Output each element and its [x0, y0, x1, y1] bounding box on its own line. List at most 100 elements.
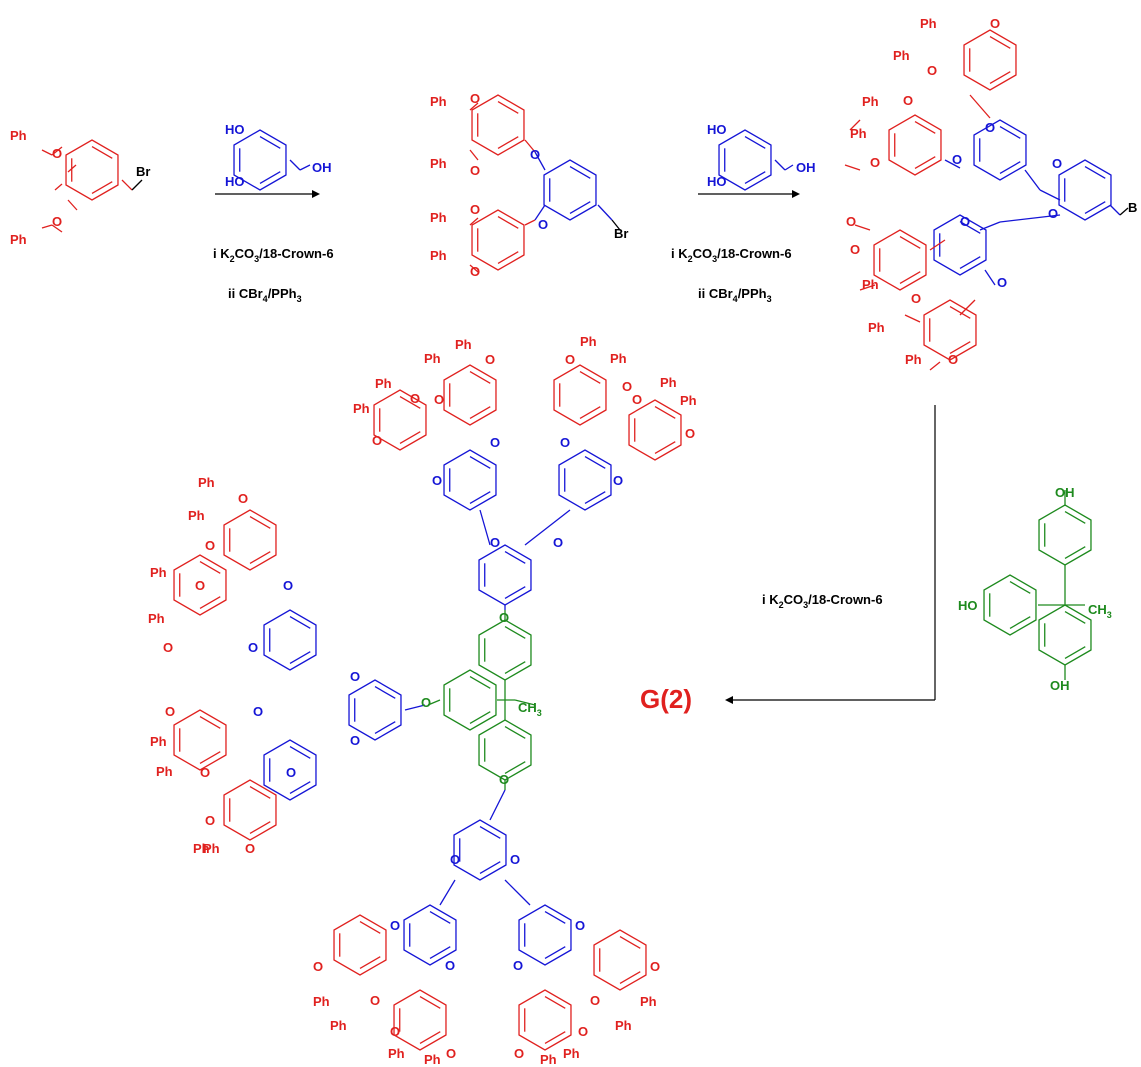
step2-reagent-ho-bottom: HO [707, 174, 727, 189]
d-o-u10: O [685, 426, 695, 441]
ring-double-bond [429, 911, 451, 924]
bond [514, 699, 536, 706]
core-trisphenol [983, 490, 1092, 680]
ring-double-bond [1084, 201, 1106, 214]
ring-double-bond [1084, 166, 1106, 179]
d-o-u6: O [432, 473, 442, 488]
bond [289, 159, 301, 171]
d-o-b14: O [514, 1046, 524, 1061]
g2br-br: Br [614, 226, 628, 241]
g3-o2: O [927, 63, 937, 78]
ring-double-bond [654, 406, 676, 419]
ring-double-bond [959, 256, 981, 269]
d-o-l14: O [245, 841, 255, 856]
benzene-ring [718, 129, 772, 191]
d-o-l6: O [248, 640, 258, 655]
ring-double-bond [419, 996, 441, 1009]
bond [479, 509, 491, 546]
d-o-b11: O [390, 1024, 400, 1039]
ring-double-bond [914, 156, 936, 169]
ring-double-bond [359, 921, 381, 934]
ring-double-bond [989, 71, 1011, 84]
d-ph-u1: Ph [455, 337, 472, 352]
d-ph-b4: Ph [615, 1018, 632, 1033]
g3-ph6: Ph [868, 320, 885, 335]
ring-double-bond [504, 661, 526, 674]
d-o-b6: O [445, 958, 455, 973]
ring-double-bond [374, 721, 396, 734]
ring-double-bond [469, 406, 491, 419]
ring-double-bond [504, 551, 526, 564]
ring-double-bond [544, 911, 566, 924]
bond [41, 224, 53, 229]
bond [469, 102, 479, 111]
ring-double-bond [504, 761, 526, 774]
d-o-l11: O [200, 765, 210, 780]
ring-double-bond [744, 171, 766, 184]
benzene-ring [223, 779, 277, 841]
bond [774, 159, 786, 171]
step2-reagent-ho-top-label: HO [707, 122, 727, 137]
g3-ph7: Ph [905, 352, 922, 367]
benzene-ring [471, 209, 525, 271]
ring-double-bond [359, 956, 381, 969]
bond [944, 159, 961, 169]
ring-double-bond [399, 431, 421, 444]
step2-cond2: ii CBr4/PPh3 [698, 286, 772, 304]
ring-double-bond [504, 626, 526, 639]
d-o-b9: O [370, 993, 380, 1008]
sm-ph-top: Ph [10, 128, 27, 143]
bond [67, 164, 77, 173]
bond [929, 239, 946, 251]
d-o-b3: O [390, 918, 400, 933]
bond [67, 199, 78, 211]
bond [489, 789, 506, 821]
d-o-l10: O [253, 704, 263, 719]
g2br-ph4: Ph [430, 248, 447, 263]
benzene-ring [443, 449, 497, 511]
d-o-u1: O [485, 352, 495, 367]
d-o-b1: O [450, 852, 460, 867]
benzene-ring [518, 989, 572, 1051]
g3-o14: O [948, 352, 958, 367]
step2-cond1: i K2CO3/18-Crown-6 [671, 246, 792, 264]
bond [524, 219, 536, 226]
benzene-ring [478, 619, 532, 681]
product-label: G(2) [640, 684, 692, 714]
g3-o9: O [846, 214, 856, 229]
d-ph-u5: Ph [580, 334, 597, 349]
bond [1024, 169, 1041, 191]
g3-ph5: Ph [862, 277, 879, 292]
bond [404, 704, 426, 711]
d-ph-b5: Ph [388, 1046, 405, 1061]
ring-double-bond [504, 726, 526, 739]
bond [469, 149, 479, 161]
g3-o6: O [952, 152, 962, 167]
step2-arrowhead [792, 190, 800, 198]
ring-double-bond [899, 271, 921, 284]
benzene-ring [478, 544, 532, 606]
d-o-core-top: O [499, 610, 509, 625]
benzene-ring [403, 904, 457, 966]
g3-o3: O [903, 93, 913, 108]
benzene-ring [393, 989, 447, 1051]
benzene-ring [333, 914, 387, 976]
g2br-o2: O [470, 163, 480, 178]
ring-double-bond [1064, 546, 1086, 559]
ring-double-bond [579, 406, 601, 419]
d-o-l2: O [205, 538, 215, 553]
d-o-l7: O [350, 669, 360, 684]
d-ph-l6: Ph [156, 764, 173, 779]
d-o-u8: O [622, 379, 632, 394]
ring-double-bond [504, 586, 526, 599]
ring-double-bond [999, 161, 1021, 174]
bond [929, 361, 941, 371]
benzene-ring [973, 119, 1027, 181]
d-o-u3: O [434, 392, 444, 407]
benzene-ring [518, 904, 572, 966]
starting-material [41, 139, 143, 233]
ring-double-bond [1064, 611, 1086, 624]
benzene-ring [888, 114, 942, 176]
benzene-ring [173, 709, 227, 771]
